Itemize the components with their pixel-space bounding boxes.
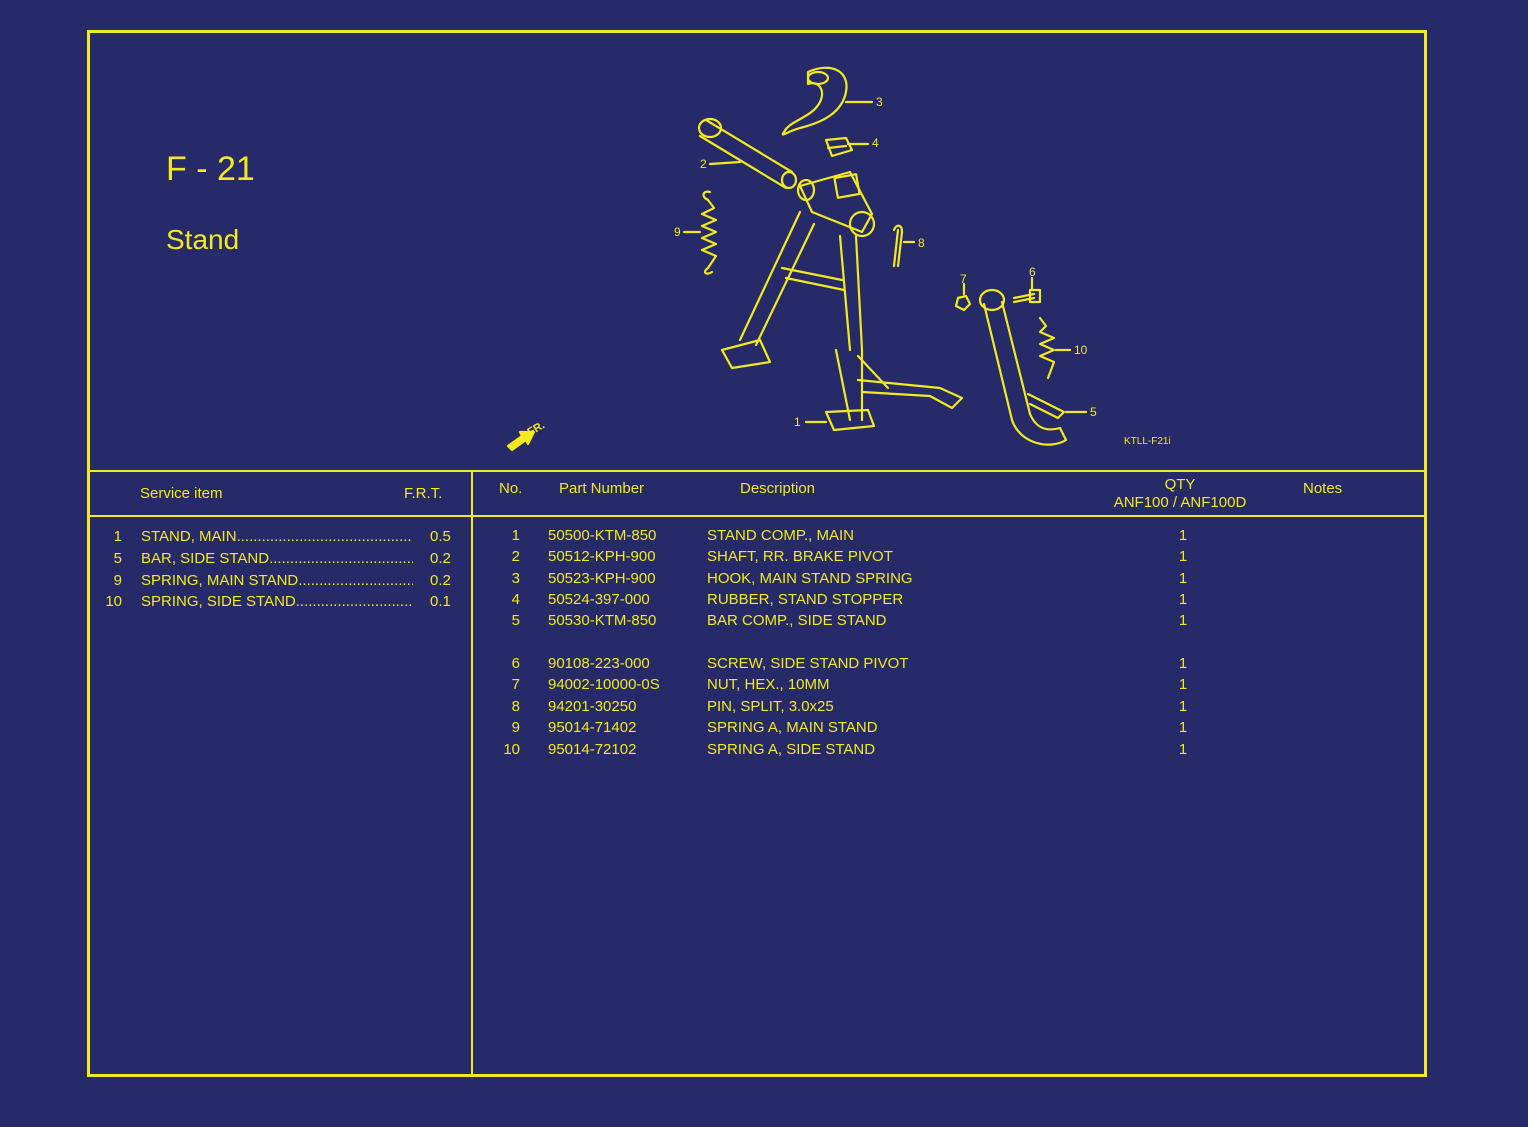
parts-row-no: 2 <box>511 548 520 565</box>
service-row-no: 9 <box>113 572 122 589</box>
rubber-part-4 <box>824 136 854 158</box>
part-number-header: Part Number <box>559 480 645 497</box>
service-row-no: 5 <box>113 550 122 567</box>
side-stand-part-5 <box>978 288 1068 446</box>
parts-row-no: 7 <box>511 676 520 693</box>
parts-row-description: SCREW, SIDE STAND PIVOT <box>707 655 909 672</box>
frt-header: F.R.T. <box>404 485 443 502</box>
parts-row-no: 6 <box>511 655 520 672</box>
parts-row-qty: 1 <box>1178 676 1188 693</box>
parts-row-part-number: 95014-72102 <box>548 741 637 758</box>
parts-row-no: 9 <box>511 719 520 736</box>
parts-row-part-number: 50524-397-000 <box>548 591 650 608</box>
service-row-name: BAR, SIDE STAND.........................… <box>141 550 413 567</box>
svg-text:1: 1 <box>794 415 801 429</box>
parts-row-no: 8 <box>511 698 520 715</box>
service-row-frt: 0.1 <box>430 593 451 610</box>
notes-header: Notes <box>1303 480 1343 497</box>
exploded-diagram: 3 4 2 9 8 7 6 10 5 1 FR. KTLL-F21i <box>506 66 1171 452</box>
parts-row-qty: 1 <box>1178 698 1188 715</box>
header-bottom-rule <box>90 515 1427 517</box>
svg-text:9: 9 <box>674 225 681 239</box>
parts-row-part-number: 50523-KPH-900 <box>548 570 656 587</box>
figure-code: F - 21 <box>166 150 255 188</box>
service-row-frt: 0.2 <box>430 550 451 567</box>
service-row-no: 10 <box>105 593 122 610</box>
parts-row-qty: 1 <box>1178 741 1188 758</box>
service-row-name: SPRING, MAIN STAND......................… <box>141 572 413 589</box>
no-header: No. <box>499 480 523 497</box>
parts-row-qty: 1 <box>1178 719 1188 736</box>
svg-text:4: 4 <box>872 136 879 150</box>
svg-text:5: 5 <box>1090 405 1097 419</box>
parts-row-part-number: 50500-KTM-850 <box>548 527 657 544</box>
parts-row-qty: 1 <box>1178 591 1188 608</box>
parts-row-description: NUT, HEX., 10MM <box>707 676 830 693</box>
svg-text:10: 10 <box>1074 343 1088 357</box>
shaft-part-2 <box>697 117 798 190</box>
nut-part-7 <box>954 294 972 312</box>
main-stand-part-1 <box>720 170 964 432</box>
parts-row-no: 5 <box>511 612 520 629</box>
parts-row-part-number: 95014-71402 <box>548 719 637 736</box>
service-row-frt: 0.2 <box>430 572 451 589</box>
column-divider <box>471 470 473 1077</box>
service-row-name: STAND, MAIN.............................… <box>141 528 413 545</box>
qty-header: QTY <box>1164 476 1196 493</box>
parts-row-description: RUBBER, STAND STOPPER <box>707 591 904 608</box>
parts-row-description: HOOK, MAIN STAND SPRING <box>707 570 913 587</box>
svg-text:2: 2 <box>700 157 707 171</box>
service-row-name: SPRING, SIDE STAND......................… <box>141 593 413 610</box>
parts-row-description: PIN, SPLIT, 3.0x25 <box>707 698 834 715</box>
parts-row-description: SHAFT, RR. BRAKE PIVOT <box>707 548 893 565</box>
qty-models-header: ANF100 / ANF100D <box>1113 494 1247 511</box>
header-top-rule <box>90 470 1427 472</box>
sheet-frame <box>87 30 1427 1077</box>
parts-row-part-number: 94201-30250 <box>548 698 637 715</box>
parts-row-qty: 1 <box>1178 548 1188 565</box>
parts-row-qty: 1 <box>1178 612 1188 629</box>
screw-part-6 <box>1012 288 1042 304</box>
spring-part-10 <box>1038 316 1056 380</box>
parts-row-no: 4 <box>511 591 520 608</box>
parts-row-no: 3 <box>511 570 520 587</box>
parts-row-description: SPRING A, SIDE STAND <box>707 741 876 758</box>
parts-row-no: 1 <box>511 527 520 544</box>
svg-text:7: 7 <box>960 272 967 286</box>
parts-row-qty: 1 <box>1178 570 1188 587</box>
parts-row-description: STAND COMP., MAIN <box>707 527 854 544</box>
front-arrow-icon <box>506 430 536 452</box>
svg-text:8: 8 <box>918 236 925 250</box>
parts-row-part-number: 50530-KTM-850 <box>548 612 657 629</box>
figure-title: Stand <box>166 224 240 255</box>
service-row-no: 1 <box>113 528 122 545</box>
parts-row-part-number: 50512-KPH-900 <box>548 548 656 565</box>
svg-text:6: 6 <box>1029 265 1036 279</box>
parts-row-qty: 1 <box>1178 655 1188 672</box>
hook-part-3 <box>781 66 848 136</box>
service-item-header: Service item <box>140 485 223 502</box>
parts-row-part-number: 94002-10000-0S <box>548 676 660 693</box>
parts-row-qty: 1 <box>1178 527 1188 544</box>
parts-row-part-number: 90108-223-000 <box>548 655 650 672</box>
parts-row-no: 10 <box>503 741 520 758</box>
parts-row-description: BAR COMP., SIDE STAND <box>707 612 887 629</box>
description-header: Description <box>740 480 816 497</box>
svg-text:FR.: FR. <box>526 419 547 438</box>
pin-part-8 <box>892 224 904 268</box>
spring-part-9 <box>700 190 718 275</box>
parts-row-description: SPRING A, MAIN STAND <box>707 719 878 736</box>
service-row-frt: 0.5 <box>430 528 451 545</box>
svg-text:3: 3 <box>876 95 883 109</box>
svg-text:KTLL-F21i: KTLL-F21i <box>1124 436 1171 447</box>
